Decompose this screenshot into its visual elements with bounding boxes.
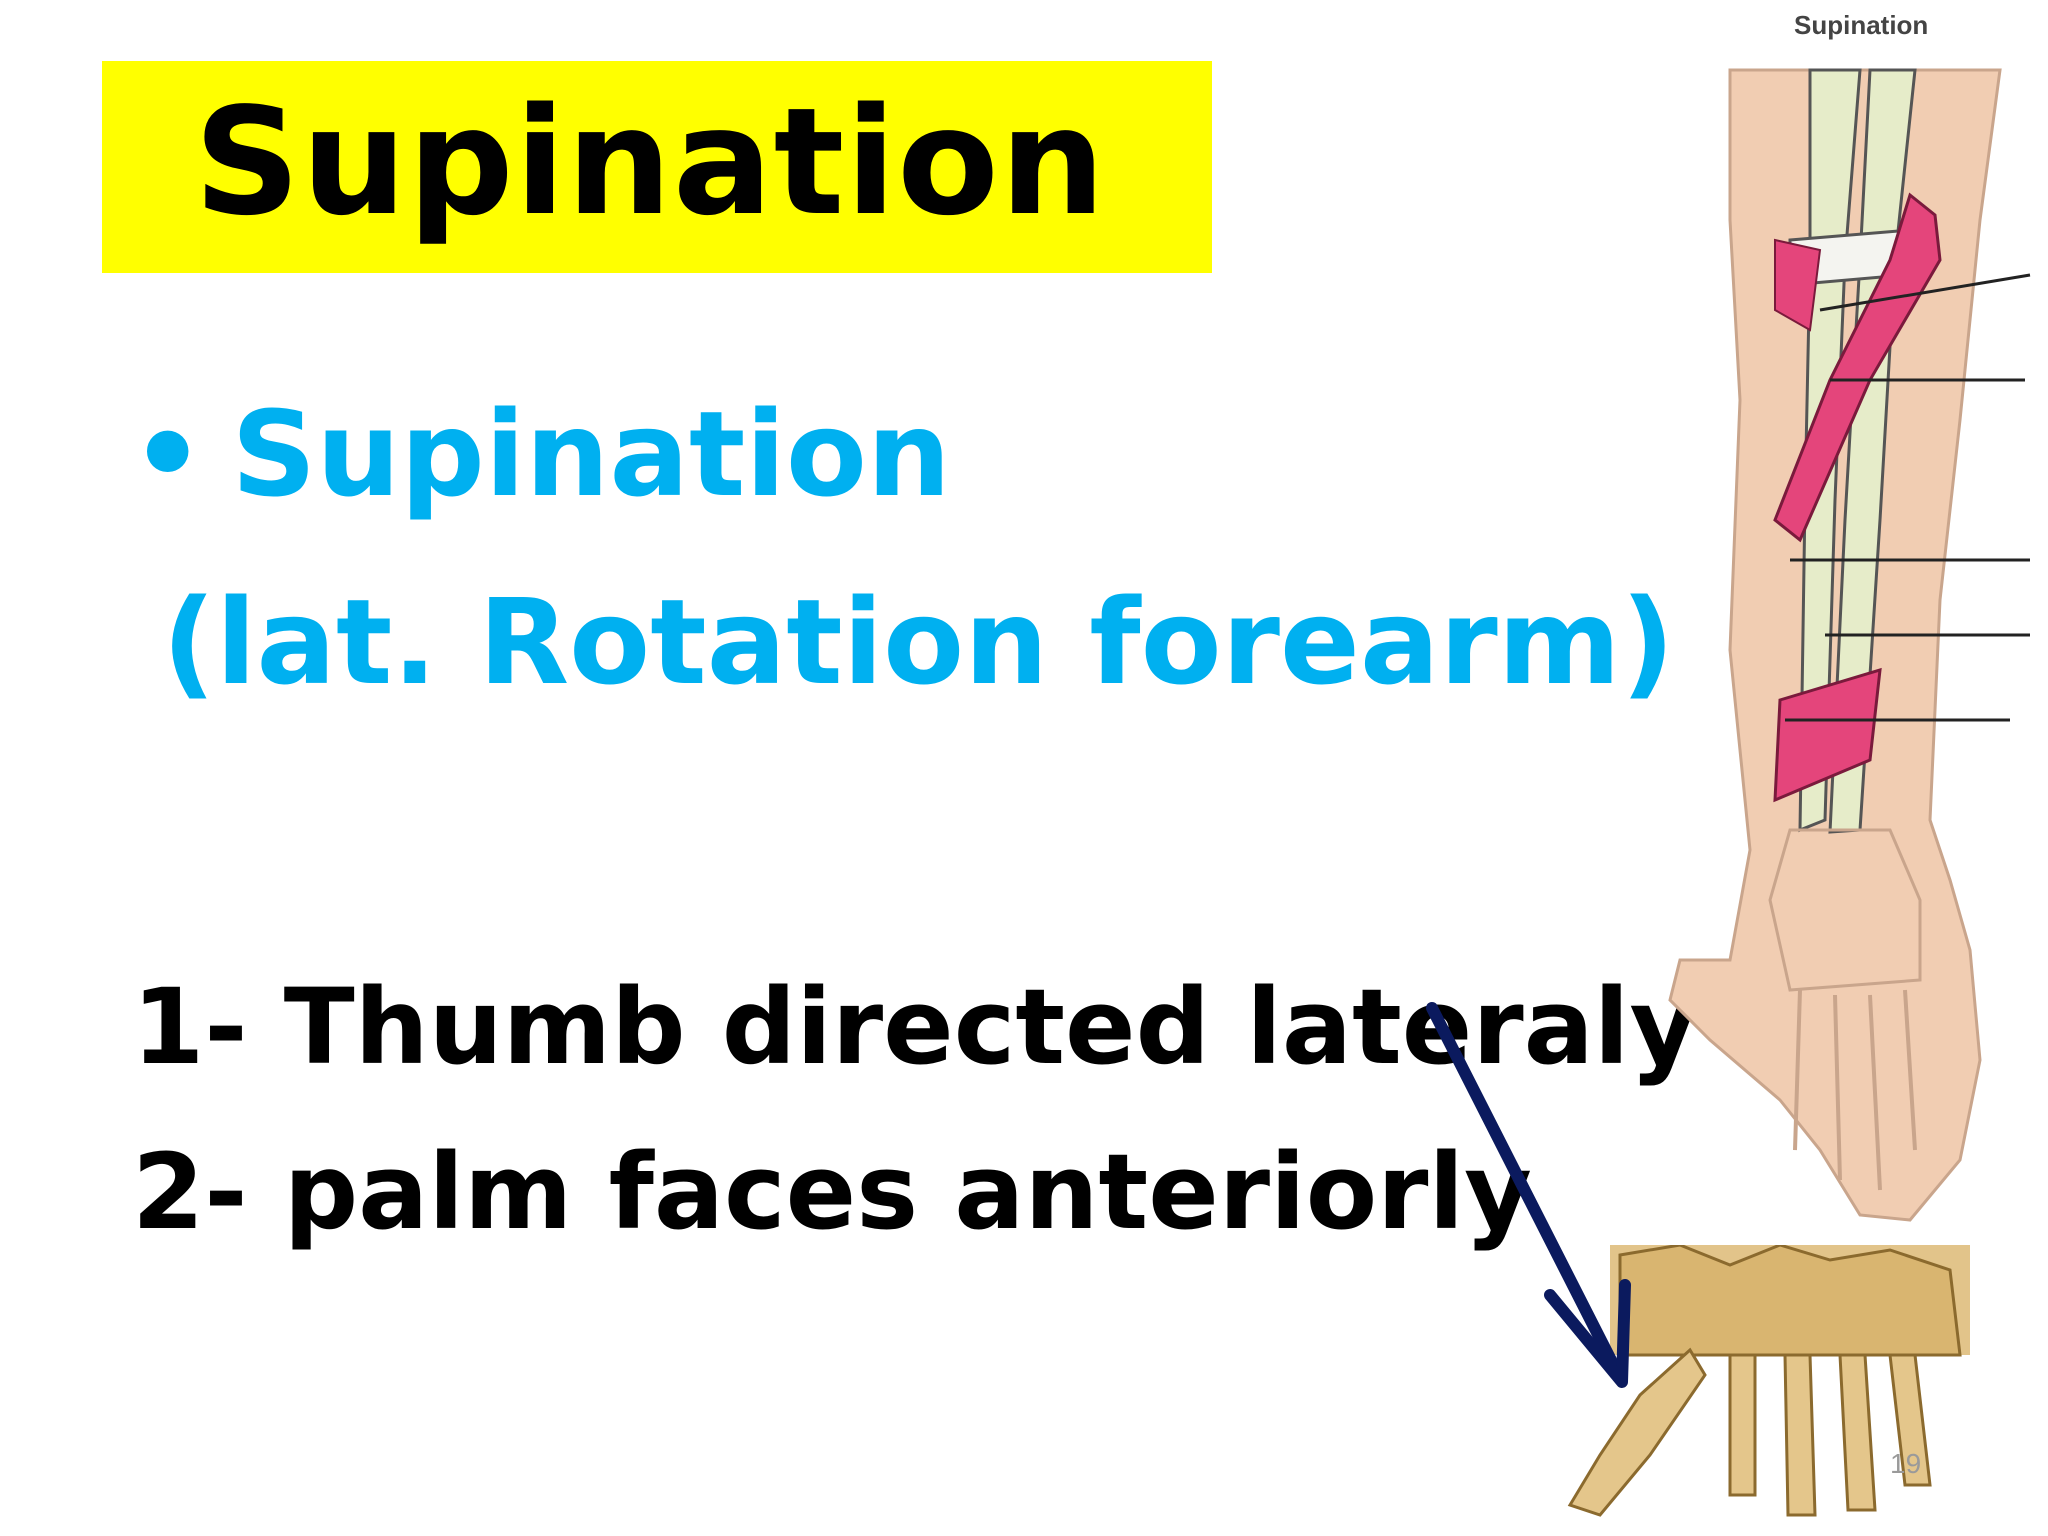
bullet-dot: • xyxy=(130,385,206,523)
arrow-down-right-icon xyxy=(1426,1002,1631,1388)
wrist-bones-image xyxy=(1567,1245,1970,1517)
bullet-text: Supination xyxy=(231,385,951,523)
page-number: 19 xyxy=(1890,1448,1922,1479)
forearm-anatomy-image xyxy=(1668,68,2031,1222)
title-highlight-box xyxy=(102,61,1212,273)
figure-label: Supination xyxy=(1794,10,1929,40)
bullet-subtext: (lat. Rotation forearm) xyxy=(162,573,1675,711)
bullet-item: •Supination xyxy=(130,395,951,513)
slide-title: Supination xyxy=(193,76,1107,248)
point-2: 2- palm faces anteriorly xyxy=(132,1131,1532,1253)
